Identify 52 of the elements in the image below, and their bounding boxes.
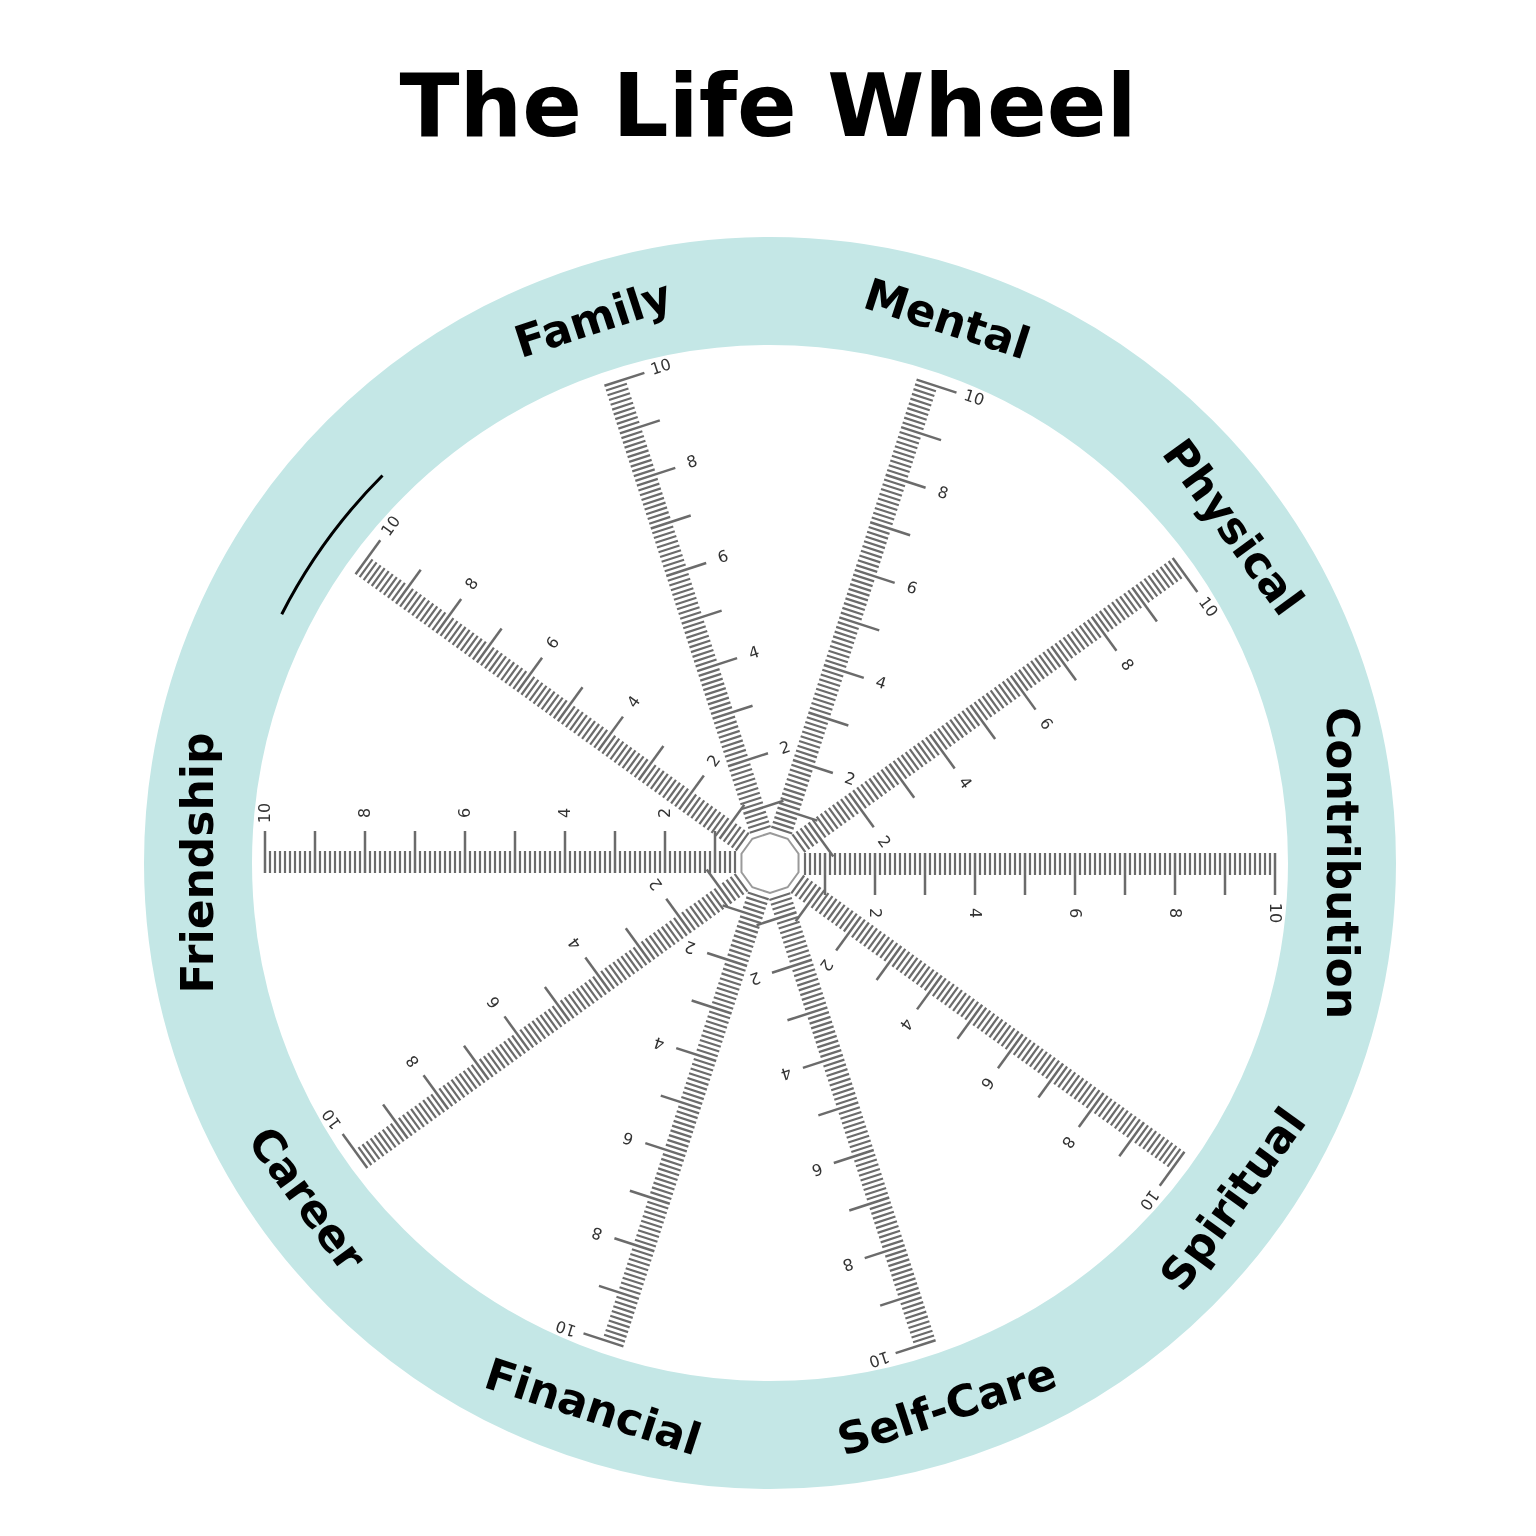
scale-number: 6 bbox=[977, 1073, 997, 1092]
scale-number: 2 bbox=[867, 907, 883, 919]
scale-number: 2 bbox=[747, 969, 763, 988]
scale-number: 2 bbox=[704, 752, 724, 770]
scale-number: 2 bbox=[816, 956, 835, 974]
scale-number: 10 bbox=[649, 356, 674, 378]
scale-number: 10 bbox=[554, 1317, 579, 1339]
scale-number: 6 bbox=[716, 548, 731, 567]
scale-number: 8 bbox=[462, 575, 482, 594]
scale-number: 4 bbox=[778, 1064, 794, 1083]
scale-number: 6 bbox=[904, 579, 920, 598]
scale-number: 4 bbox=[746, 643, 762, 662]
scale-number: 6 bbox=[1067, 907, 1083, 919]
scale-number: 6 bbox=[809, 1159, 824, 1178]
scale-number: 8 bbox=[403, 1051, 423, 1070]
scale-number: 6 bbox=[543, 634, 563, 653]
scale-number: 8 bbox=[357, 807, 373, 819]
scale-number: 10 bbox=[1136, 1187, 1162, 1214]
scale-number: 4 bbox=[955, 774, 975, 792]
title: The Life Wheel bbox=[399, 62, 1137, 150]
scale-number: 8 bbox=[589, 1223, 605, 1242]
category-label: Friendship bbox=[176, 732, 220, 994]
scale-number: 8 bbox=[1058, 1132, 1078, 1151]
scale-number: 10 bbox=[378, 512, 404, 539]
scale-number: 6 bbox=[457, 807, 473, 819]
scale-number: 6 bbox=[484, 993, 504, 1011]
scale-number: 10 bbox=[866, 1348, 891, 1370]
scale-number: 2 bbox=[657, 807, 673, 819]
scale-number: 4 bbox=[967, 907, 983, 919]
scale-number: 4 bbox=[624, 693, 643, 711]
scale-number: 2 bbox=[682, 938, 698, 957]
scale-number: 4 bbox=[873, 674, 889, 693]
scale-number: 8 bbox=[840, 1254, 855, 1273]
scale-number: 10 bbox=[961, 387, 986, 409]
scale-number: 2 bbox=[777, 738, 793, 757]
scale-number: 8 bbox=[935, 484, 950, 503]
scale-number: 6 bbox=[620, 1128, 636, 1147]
scale-number: 4 bbox=[897, 1015, 916, 1033]
scale-number: 2 bbox=[646, 875, 666, 894]
scale-number: 4 bbox=[557, 807, 573, 819]
scale-number: 4 bbox=[651, 1033, 667, 1052]
scale-number: 8 bbox=[685, 453, 700, 472]
scale-number: 10 bbox=[319, 1106, 345, 1133]
scale-number: 8 bbox=[1117, 656, 1137, 675]
scale-number: 10 bbox=[257, 802, 273, 824]
scale-number: 2 bbox=[874, 832, 894, 851]
scale-number: 6 bbox=[1036, 715, 1056, 733]
category-label: Contribution bbox=[1320, 706, 1364, 1020]
scale-number: 4 bbox=[565, 934, 585, 952]
scale-number: 10 bbox=[1267, 902, 1283, 924]
scale-number: 2 bbox=[842, 769, 858, 788]
scale-number: 8 bbox=[1167, 907, 1183, 919]
